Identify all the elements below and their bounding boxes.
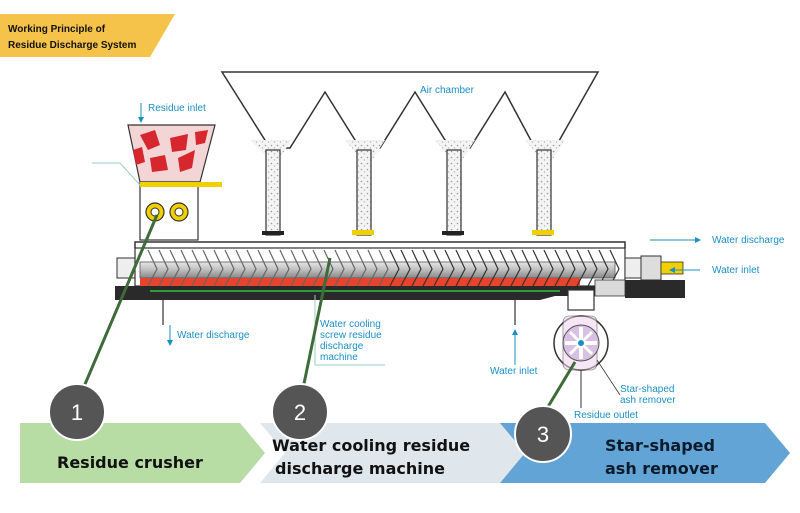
right-bearing <box>624 257 642 279</box>
star-shaped-label-1: Star-shaped <box>620 384 674 395</box>
drive-shaft <box>660 261 684 275</box>
screw-flight <box>554 249 565 287</box>
screw-flight <box>389 249 400 287</box>
title-line-1: Working Principle of <box>8 24 106 35</box>
screw-flight <box>532 249 543 287</box>
valve-1 <box>262 231 284 235</box>
residue-inlet: Residue inlet <box>92 103 222 241</box>
screw-flight <box>510 249 521 287</box>
screw-flight <box>455 249 466 287</box>
air-chamber: Air chamber <box>220 71 600 236</box>
step-number-circle-1 <box>48 383 106 441</box>
screw-flight <box>499 249 510 287</box>
screw-flight <box>279 249 290 287</box>
machine-base-left <box>115 286 625 300</box>
hopper-pipe-2 <box>356 149 372 236</box>
hopper-pipe-1 <box>265 149 281 236</box>
screw-flight <box>147 249 158 287</box>
step-3-label-line-2: ash remover <box>605 459 718 478</box>
screw-flight <box>257 249 268 287</box>
valve-3 <box>442 231 464 235</box>
step-number-circle-3 <box>514 405 572 463</box>
screw-flight <box>367 249 378 287</box>
screw-flight <box>356 249 367 287</box>
step-number-3-text: 3 <box>537 422 549 447</box>
water-discharge-left-label: Water discharge <box>177 330 250 341</box>
residue-outlet-label: Residue outlet <box>574 410 638 421</box>
inlet-plate <box>140 182 222 187</box>
step-number-circle-2 <box>271 383 329 441</box>
leader-line-1 <box>75 214 159 404</box>
valve-2 <box>352 230 374 235</box>
screw-flight <box>565 249 576 287</box>
star-shaped-label-2: ash remover <box>620 395 676 406</box>
water-cooling-label-1: Water cooling <box>320 319 381 330</box>
screw-flight <box>224 249 235 287</box>
residue-inlet-label: Residue inlet <box>148 103 206 114</box>
ash-remover: Star-shaped ash remover Residue outlet <box>553 289 676 421</box>
screw-flight <box>235 249 246 287</box>
water-cooling-label-4: machine <box>320 352 358 363</box>
water-discharge-right-label: Water discharge <box>712 235 785 246</box>
screw-flight <box>422 249 433 287</box>
water-cooling-label-3: discharge <box>320 341 364 352</box>
screw-flight <box>400 249 411 287</box>
drive-motor <box>625 280 685 298</box>
screw-machine: Water discharge Water inlet <box>115 235 785 325</box>
title-banner-bg <box>0 14 175 57</box>
step-number-1-text: 1 <box>71 400 83 425</box>
water-inlet-bottom-label: Water inlet <box>490 366 538 377</box>
water-inlet-right-label: Water inlet <box>712 265 760 276</box>
hopper-outline <box>220 71 600 149</box>
step-band: Residue crusher Water cooling residue di… <box>20 423 790 483</box>
step-arrow-3 <box>500 423 790 483</box>
screw-flight <box>158 249 169 287</box>
screw-flight <box>312 249 323 287</box>
step-1-label: Residue crusher <box>57 453 203 472</box>
screw-flight <box>290 249 301 287</box>
step-number-1: 1 <box>48 383 106 441</box>
step-arrow-2 <box>260 423 530 483</box>
screw-flight <box>576 249 587 287</box>
hot-residue <box>140 278 580 288</box>
screw-flight <box>323 249 334 287</box>
hopper-pipe-4 <box>536 149 552 236</box>
step-number-2-text: 2 <box>294 400 306 425</box>
screw-flight <box>378 249 389 287</box>
screw-flight <box>246 249 257 287</box>
step-3-label-line-1: Star-shaped <box>605 436 715 455</box>
screw-flight <box>477 249 488 287</box>
screw-flight <box>301 249 312 287</box>
water-cooling-label-2: screw residue <box>320 330 382 341</box>
screw-flight <box>191 249 202 287</box>
air-chamber-label: Air chamber <box>420 85 475 96</box>
screw-flight <box>521 249 532 287</box>
screw-flight <box>466 249 477 287</box>
screw-flight <box>587 249 598 287</box>
title-line-2: Residue Discharge System <box>8 40 136 51</box>
valve-4 <box>532 230 554 235</box>
screw-flight <box>202 249 213 287</box>
screw-flight <box>433 249 444 287</box>
screw-flight <box>169 249 180 287</box>
screw-flight <box>444 249 455 287</box>
screw-flight <box>334 249 345 287</box>
screw-flight <box>268 249 279 287</box>
step-number-3: 3 <box>514 405 572 463</box>
screw-flight <box>213 249 224 287</box>
screw-flight <box>543 249 554 287</box>
screw-flight <box>180 249 191 287</box>
title-banner: Working Principle of Residue Discharge S… <box>0 14 175 57</box>
screw-flight <box>411 249 422 287</box>
screw-flight <box>488 249 499 287</box>
step-2-label-line-1: Water cooling residue <box>272 436 470 455</box>
hopper-pipe-3 <box>446 149 462 236</box>
drive-coupling <box>640 255 662 281</box>
leader-line-2 <box>298 257 332 404</box>
screw-flight <box>345 249 356 287</box>
step-2-label-line-2: discharge machine <box>275 459 445 478</box>
step-number-2: 2 <box>271 383 329 441</box>
